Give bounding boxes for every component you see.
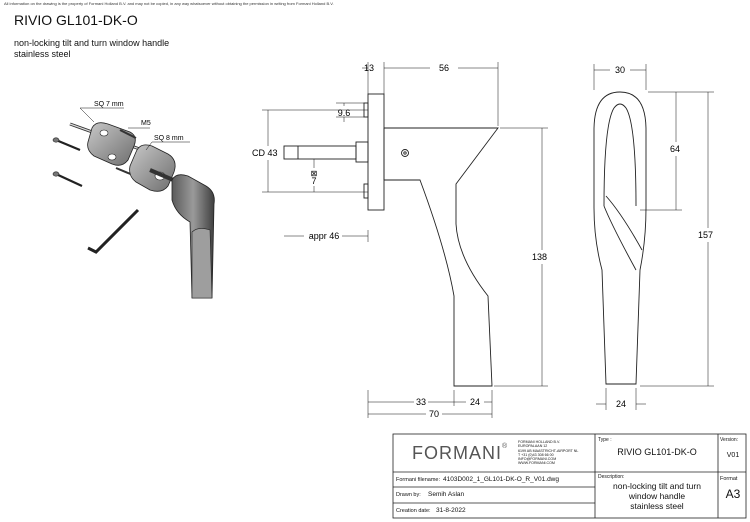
side-dimension-lines bbox=[262, 62, 548, 418]
dim-cd43: CD 43 bbox=[252, 148, 278, 158]
format-value: A3 bbox=[725, 487, 741, 501]
date-value: 31-8-2022 bbox=[436, 507, 466, 514]
screw-icon bbox=[52, 171, 83, 187]
dim-70: 70 bbox=[429, 409, 439, 419]
square-symbol: ⊠ bbox=[311, 169, 318, 178]
description-text: non-locking tilt and turn window handle … bbox=[613, 481, 701, 511]
label-sq8: SQ 8 mm bbox=[154, 135, 184, 142]
screw-icon bbox=[52, 137, 81, 152]
front-view bbox=[593, 91, 647, 385]
dim-7: 7 bbox=[311, 176, 316, 186]
filename-value: 4103D002_1_GL101-DK-O_R_V01.dwg bbox=[443, 476, 559, 483]
dim-24-side: 24 bbox=[470, 397, 480, 407]
dim-157: 157 bbox=[698, 230, 713, 240]
dim-13: 13 bbox=[364, 63, 374, 73]
type-label: Type : bbox=[598, 437, 612, 443]
title-block-frame bbox=[392, 433, 747, 519]
dim-30: 30 bbox=[615, 65, 625, 75]
dim-24-front: 24 bbox=[616, 399, 626, 409]
filename-label: Formani filename: bbox=[396, 477, 441, 483]
version-value: V01 bbox=[726, 452, 740, 459]
dim-appr46: appr 46 bbox=[309, 231, 340, 241]
subtitle-line1: non-locking tilt and turn window handle bbox=[14, 38, 170, 48]
drawing-title: RIVIO GL101-DK-O bbox=[14, 12, 138, 28]
company-address: FORMANI HOLLAND B.V. EUROPALAAN 12 6199 … bbox=[518, 440, 579, 466]
disclaimer: All information on the drawing is the pr… bbox=[4, 1, 334, 6]
drawn-label: Drawn by: bbox=[396, 492, 421, 498]
description-label: Description: bbox=[598, 474, 625, 480]
subtitle-line2: stainless steel bbox=[14, 49, 71, 59]
type-value: RIVIO GL101-DK-O bbox=[617, 447, 697, 457]
drawn-value: Semih Aslan bbox=[428, 491, 465, 498]
formani-logo: FORMANI® bbox=[412, 443, 509, 463]
date-label: Creation date: bbox=[396, 508, 431, 514]
exploded-view bbox=[52, 107, 215, 299]
dim-56: 56 bbox=[439, 63, 449, 73]
front-dimension-lines bbox=[593, 64, 714, 410]
dim-64: 64 bbox=[670, 144, 680, 154]
label-sq7: SQ 7 mm bbox=[94, 101, 124, 108]
label-m5: M5 bbox=[141, 120, 151, 127]
dim-9-6: 9.6 bbox=[338, 108, 351, 118]
dim-33: 33 bbox=[416, 397, 426, 407]
version-label: Version: bbox=[720, 437, 739, 443]
dim-138: 138 bbox=[532, 252, 547, 262]
format-label: Format bbox=[720, 476, 738, 482]
